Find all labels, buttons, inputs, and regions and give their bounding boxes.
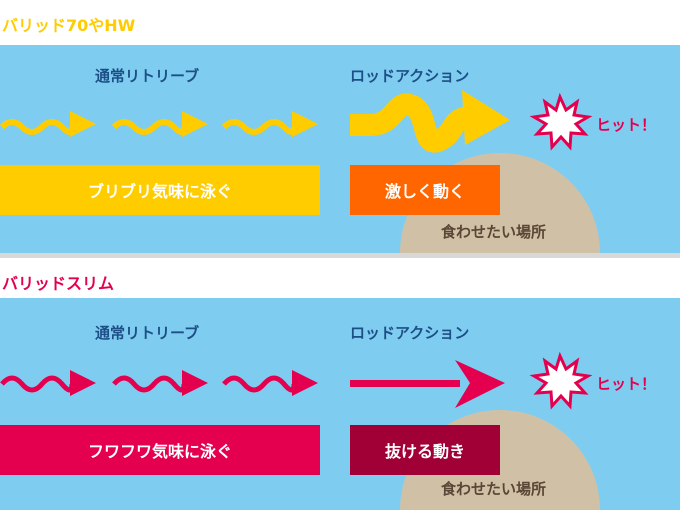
wavy-arrow-icon bbox=[222, 375, 297, 393]
wavy-arrow-icon bbox=[0, 119, 75, 135]
section-divider bbox=[0, 253, 680, 258]
retrieve-desc-box: ブリブリ気味に泳ぐ bbox=[0, 165, 320, 215]
wavy-arrow-icon bbox=[112, 375, 187, 393]
wavy-arrow-icon bbox=[221, 119, 297, 135]
target-spot-label: 食わせたい場所 bbox=[441, 223, 547, 241]
retrieve-label: 通常リトリーブ bbox=[95, 324, 200, 342]
panel-valid-slim: 通常リトリーブ ロッドアクション ヒット！ フワフワ気味に泳ぐ 抜ける動き 食わ… bbox=[0, 298, 680, 510]
retrieve-desc-box: フワフワ気味に泳ぐ bbox=[0, 425, 320, 475]
retrieve-label: 通常リトリーブ bbox=[95, 67, 200, 85]
section-title-valid70: バリッド70やHW bbox=[2, 16, 136, 35]
hit-label: ヒット！ bbox=[596, 375, 657, 393]
hit-burst-icon bbox=[529, 351, 593, 410]
action-desc-box: 激しく動く bbox=[350, 165, 500, 215]
section-title-valid-slim: バリッドスリム bbox=[2, 274, 115, 293]
hit-label: ヒット！ bbox=[596, 116, 657, 134]
motion-arrows bbox=[0, 90, 593, 153]
motion-arrows bbox=[0, 351, 593, 410]
s-curve-arrow-icon bbox=[350, 93, 471, 153]
target-spot-label: 食わせたい場所 bbox=[441, 480, 547, 498]
rod-action-label: ロッドアクション bbox=[350, 324, 470, 342]
rod-action-label: ロッドアクション bbox=[350, 67, 470, 85]
hit-burst-icon bbox=[529, 92, 593, 151]
panel-valid70: 通常リトリーブ ロッドアクション ヒット！ ブリブリ気味に泳ぐ 激しく動く 食わ… bbox=[0, 45, 680, 253]
straight-arrow-icon bbox=[350, 380, 460, 387]
wavy-arrow-icon bbox=[111, 119, 187, 135]
action-desc-box: 抜ける動き bbox=[350, 425, 500, 475]
wavy-arrow-icon bbox=[0, 375, 75, 393]
